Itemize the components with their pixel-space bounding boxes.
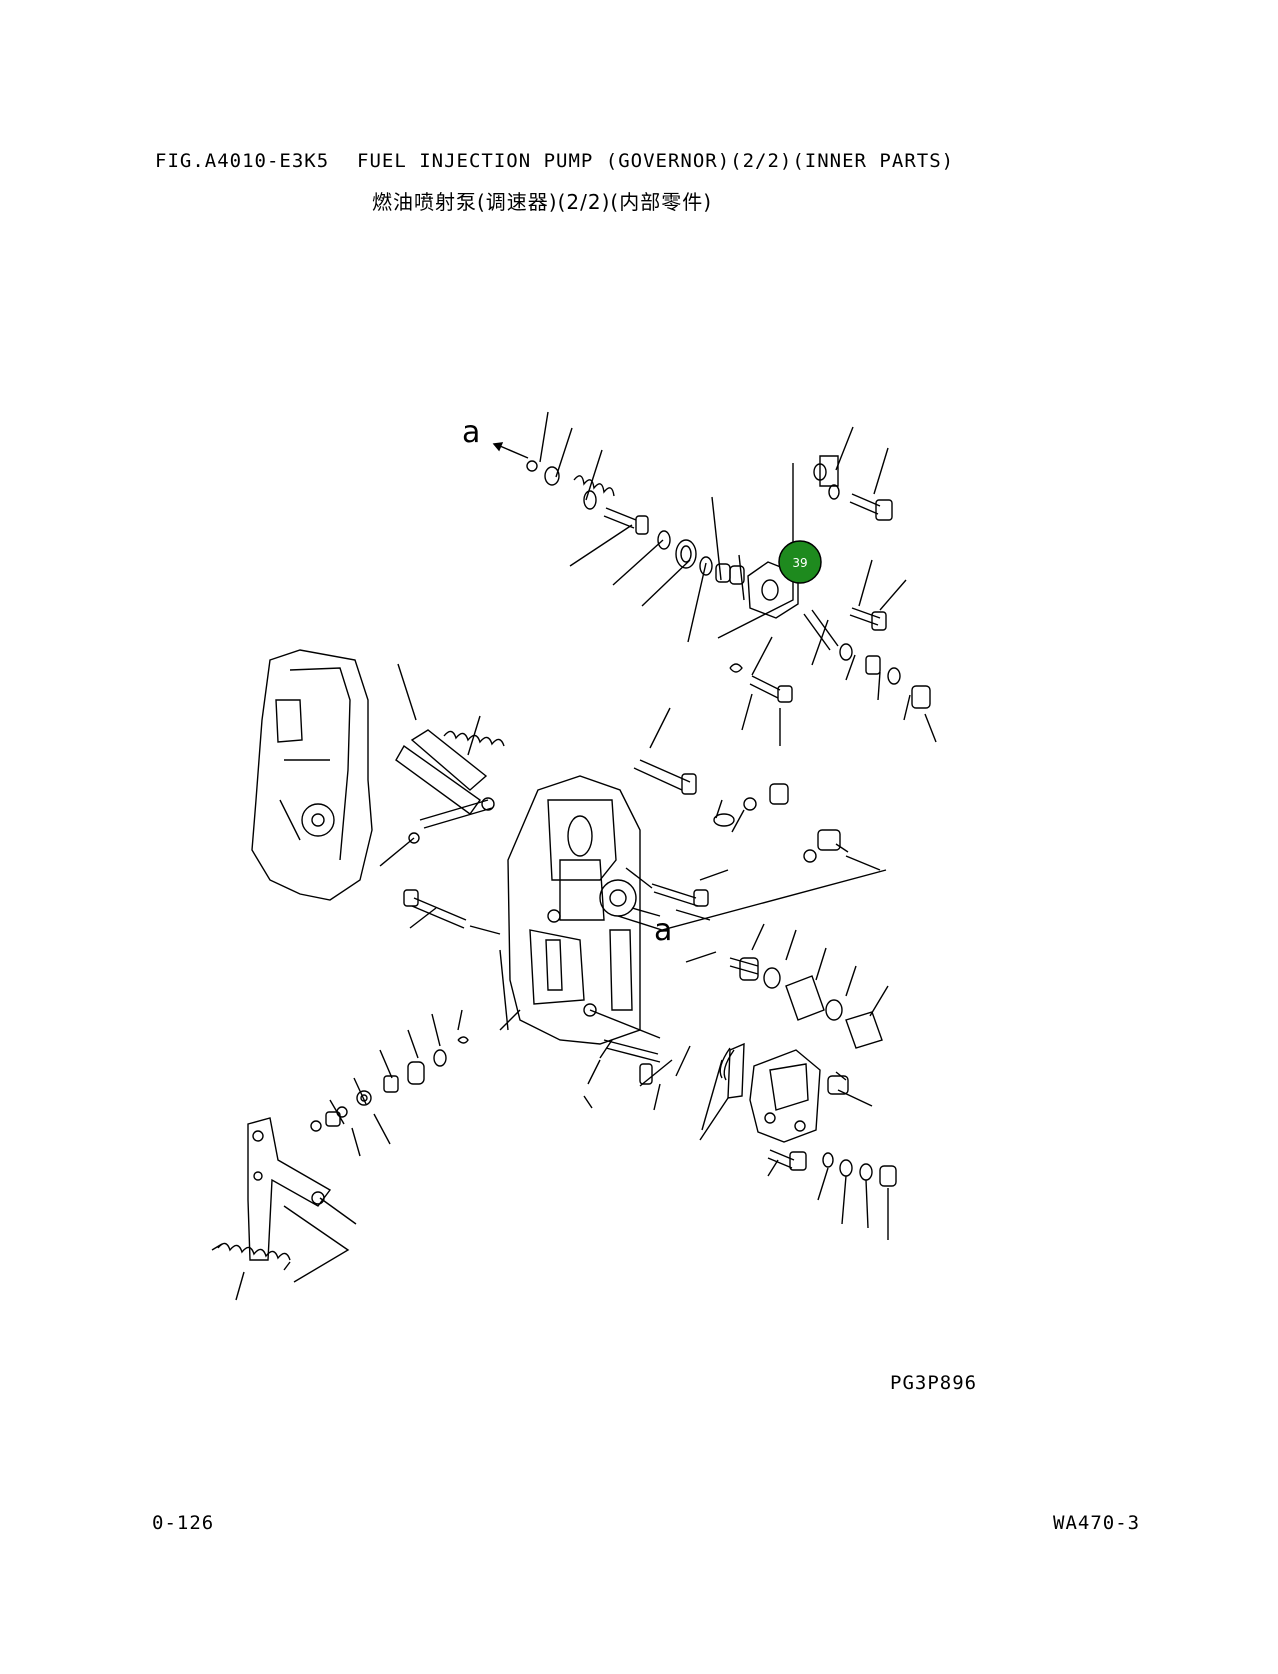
governor-top-parts [526,455,931,709]
governor-housing-side-view [251,649,373,901]
right-fittings [685,923,889,1049]
long-bolt-left [403,889,509,1031]
view-marker-a-lower: a [654,913,672,948]
o-ring [701,1047,735,1131]
callout-label: 39 [792,556,807,570]
figure-title-chinese: 燃油喷射泵(调速器)(2/2)(内部零件) [372,190,713,214]
governor-cover-main [499,775,661,1045]
view-arrow-a-top [492,442,529,459]
drawing-id: PG3P896 [890,1372,978,1394]
figure-code: FIG.A4010-E3K5 [155,150,330,172]
page-number: 0-126 [152,1512,215,1534]
main-cover-hardware [617,693,887,931]
model-number: WA470-3 [1053,1512,1141,1534]
figure-title-english: FUEL INJECTION PUMP (GOVERNOR)(2/2)(INNE… [357,150,955,172]
bottom-right-cover [583,1039,897,1240]
callout-marker-39[interactable]: 39 [778,540,822,584]
lower-lever-linkage [211,1117,357,1301]
view-arrow-a-lower [631,907,661,917]
lever-spring-assembly [379,663,505,867]
view-marker-a-top: a [462,415,480,450]
leader-lines-top [539,411,937,743]
lower-small-parts [310,1009,469,1157]
